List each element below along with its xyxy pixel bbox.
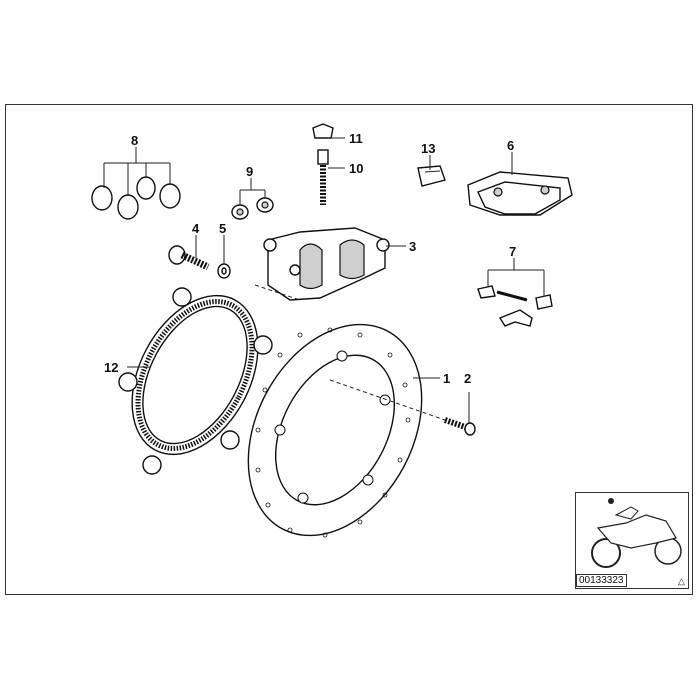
- callout-9: 9: [246, 164, 253, 179]
- callout-3: 3: [409, 239, 416, 254]
- disc-bolt[interactable]: [444, 417, 476, 436]
- callout-8: 8: [131, 133, 138, 148]
- callouts: 8 9 11 10 13 6 3 7 4 5 12 1 2: [104, 131, 516, 386]
- pad-pin-kit[interactable]: [477, 285, 553, 327]
- bleed-valve[interactable]: [317, 149, 329, 205]
- callout-4: 4: [192, 221, 200, 236]
- callout-7: 7: [509, 244, 516, 259]
- brake-pads[interactable]: [467, 171, 573, 216]
- callout-6: 6: [507, 138, 514, 153]
- motorcycle-thumbnail: [575, 492, 689, 589]
- washer[interactable]: [217, 263, 231, 279]
- diagram-id-label: 00133323: [576, 574, 627, 587]
- dust-cap[interactable]: [312, 123, 334, 139]
- callout-10: 10: [349, 161, 363, 176]
- callout-5: 5: [219, 221, 226, 236]
- motorcycle-icon: [591, 498, 682, 568]
- seal-rings[interactable]: [91, 176, 181, 220]
- callout-11: 11: [349, 131, 363, 146]
- pad-clip[interactable]: [417, 165, 446, 187]
- warning-triangle-icon: △: [678, 576, 685, 586]
- abs-sensor-ring[interactable]: [107, 274, 284, 476]
- caliper-bolt[interactable]: [168, 245, 210, 271]
- callout-2: 2: [464, 371, 471, 386]
- callout-1: 1: [443, 371, 450, 386]
- leader-lines: [103, 137, 545, 423]
- callout-12: 12: [104, 360, 118, 375]
- bushings[interactable]: [231, 197, 274, 220]
- diagram-frame: [5, 104, 693, 595]
- callout-13: 13: [421, 141, 435, 156]
- brake-caliper[interactable]: [263, 227, 390, 301]
- brake-disc[interactable]: [214, 294, 457, 565]
